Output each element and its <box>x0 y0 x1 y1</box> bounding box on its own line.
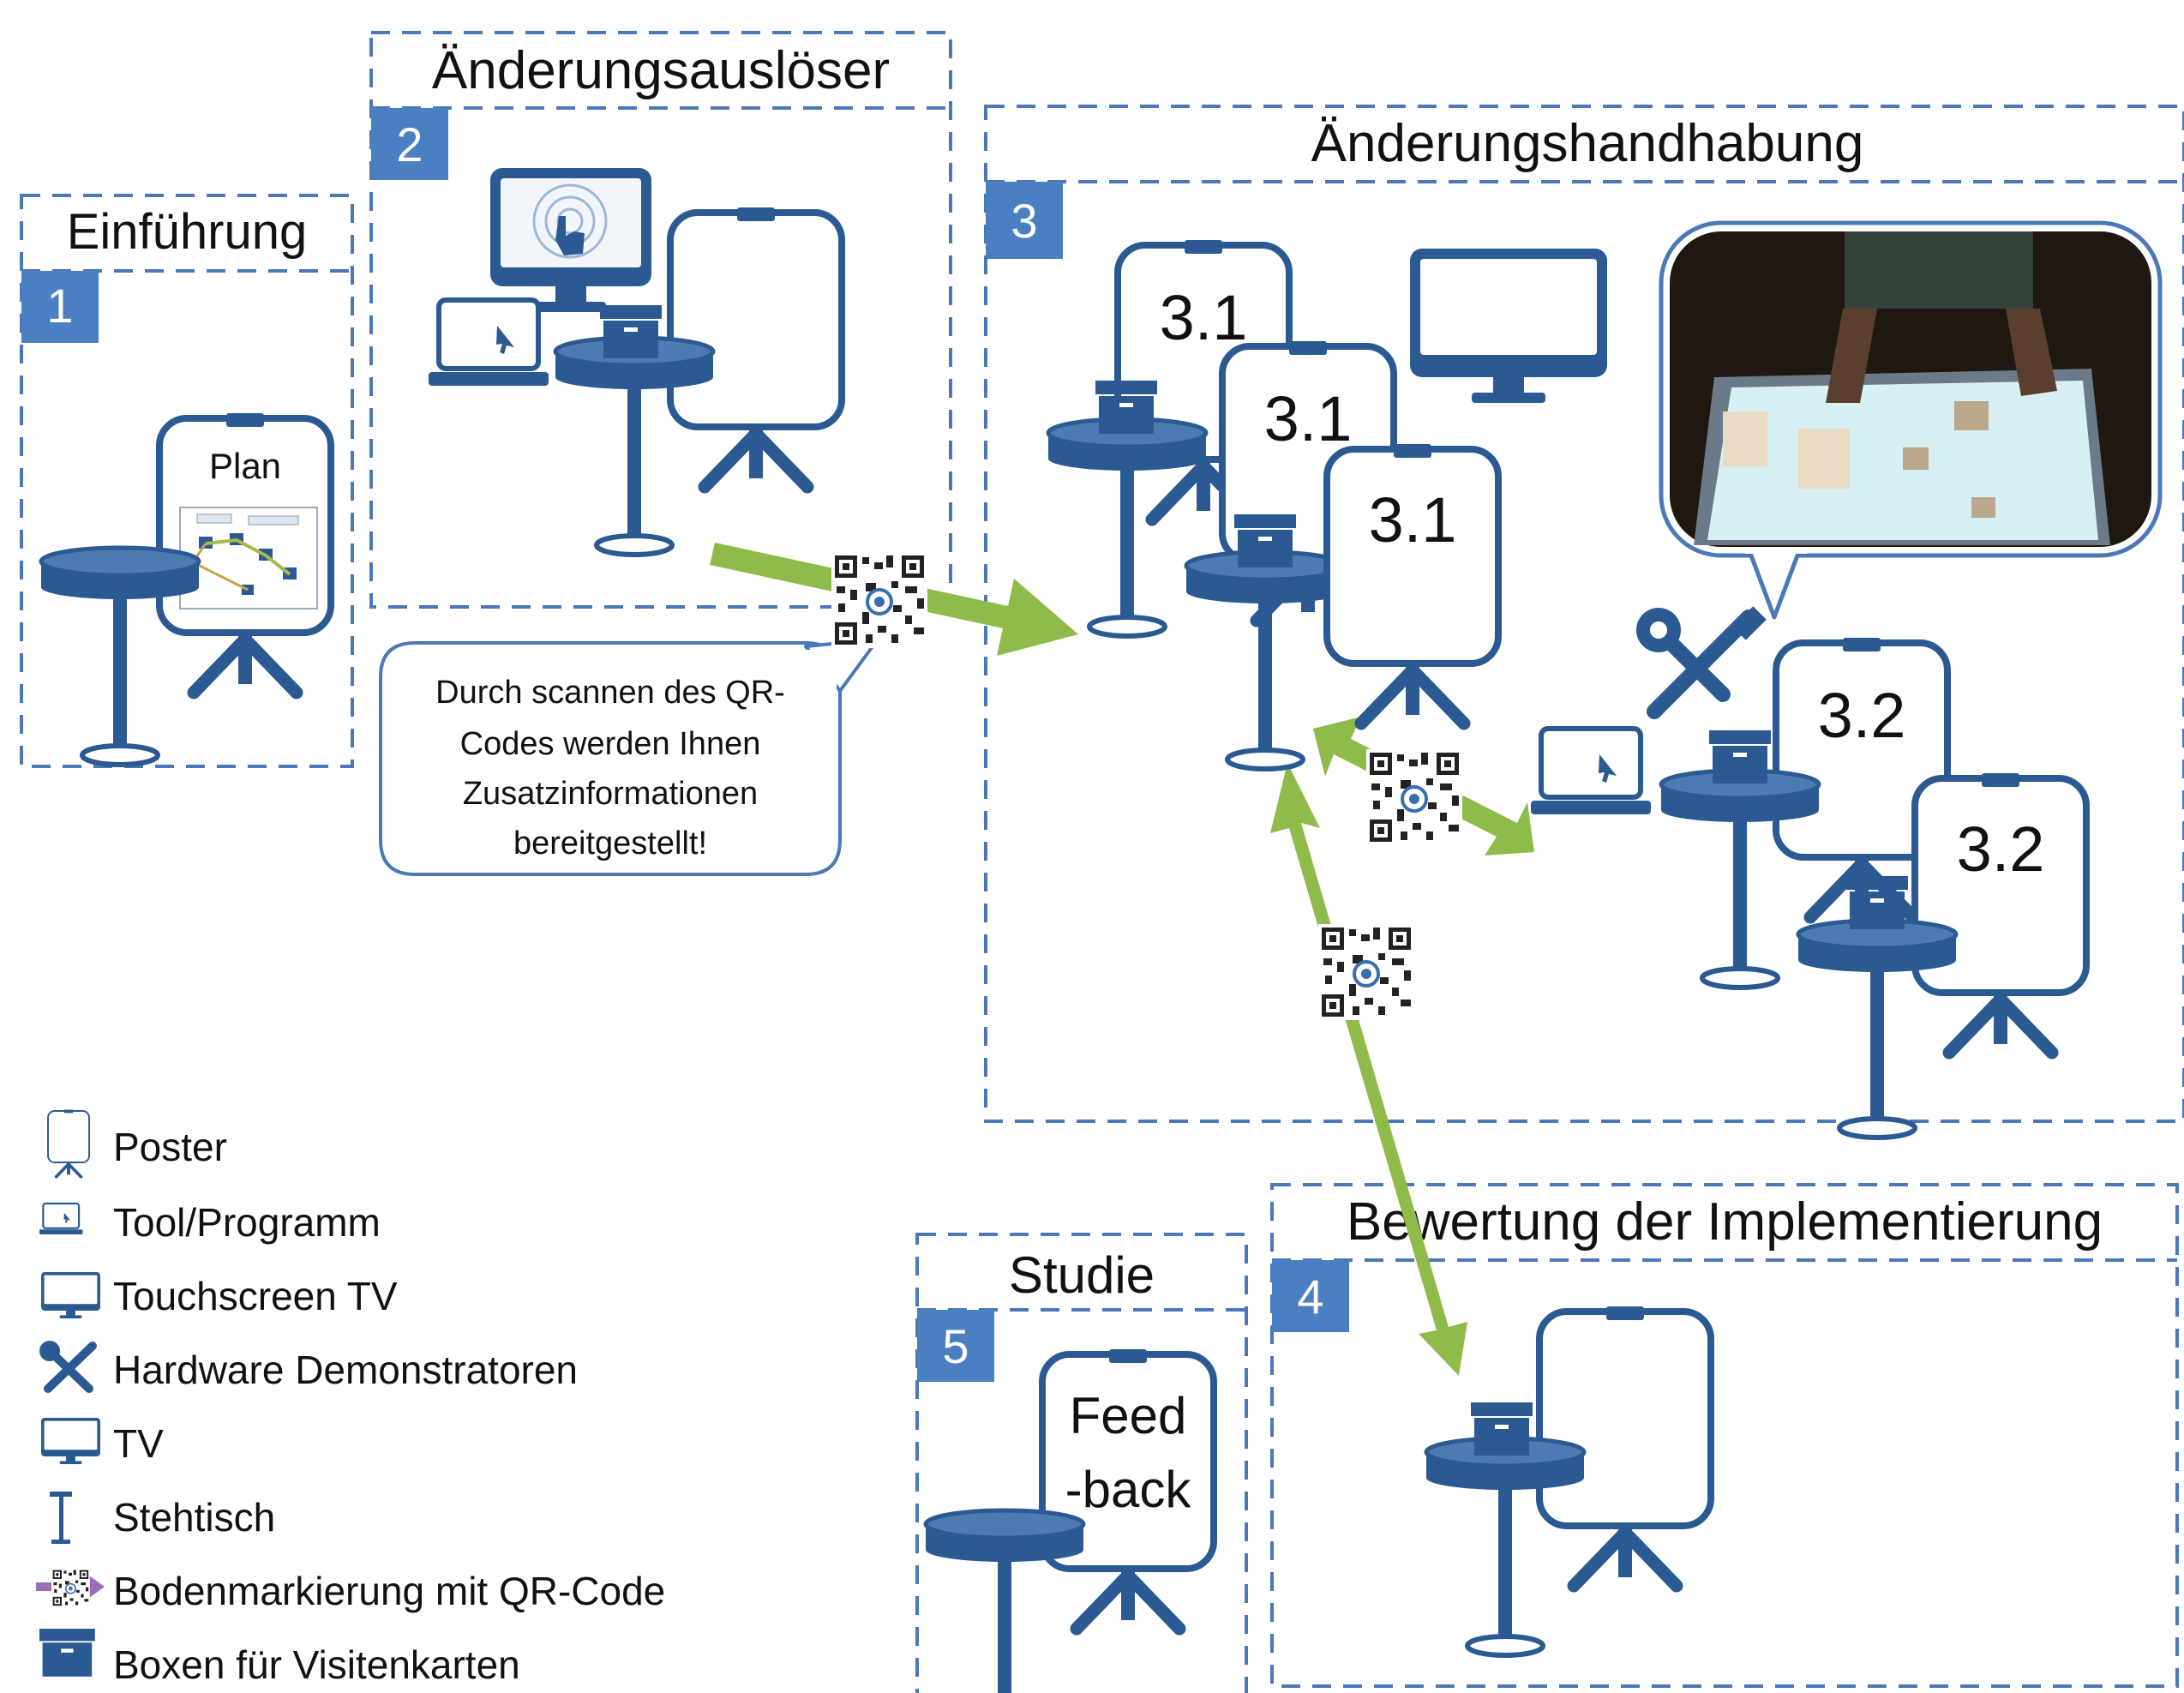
handhabung-station-3-1: 3.1 3.1 3.1 <box>1048 240 1607 769</box>
touchscreen-tv-icon <box>41 1272 100 1318</box>
poster-3-2-label: 3.2 <box>1818 680 1906 751</box>
legend-label: Tool/Programm <box>113 1200 381 1245</box>
feedback-label-line-1: Feed <box>1070 1387 1187 1444</box>
qr-code-icon <box>830 550 929 650</box>
legend-label: Boxen für Visitenkarten <box>113 1642 520 1687</box>
section-number-1: 1 <box>46 279 73 333</box>
poster-icon <box>46 1108 91 1179</box>
card-box-icon <box>1095 381 1157 434</box>
legend-label: Bodenmarkierung mit QR-Code <box>113 1569 665 1613</box>
laptop-icon <box>38 1202 84 1236</box>
legend-item-tv: TV <box>41 1418 164 1466</box>
standing-table-icon <box>1426 1438 1584 1655</box>
legend-item-poster: Poster <box>46 1108 227 1179</box>
standing-table-icon <box>1661 771 1819 988</box>
poster-3-2-label: 3.2 <box>1957 813 2045 885</box>
section-title-bewertung: Bewertung der Implementierung <box>1347 1192 2103 1252</box>
section-title-handhabung: Änderungshandhabung <box>1311 114 1864 173</box>
poster-3-1-label: 3.1 <box>1160 282 1248 353</box>
card-box-icon <box>39 1629 95 1677</box>
qr-floor-marker-icon <box>36 1568 105 1608</box>
legend-item-tool: Tool/Programm <box>38 1200 381 1245</box>
legend-item-stehtisch: Stehtisch <box>50 1492 275 1544</box>
callout-line-4: bereitgestellt! <box>513 825 707 862</box>
hardware-demonstrator-photo <box>1659 220 2163 620</box>
qr-info-callout: Durch scannen des QR- Codes werden Ihnen… <box>379 638 879 876</box>
callout-line-2: Codes werden Ihnen <box>460 726 761 762</box>
card-box-icon <box>1709 730 1771 783</box>
section-number-5: 5 <box>942 1319 969 1373</box>
section-title-einfuehrung: Einführung <box>67 204 308 260</box>
poster-3-1-label: 3.1 <box>1369 484 1457 555</box>
ausloeser-station <box>429 168 842 555</box>
qr-code-icon <box>51 1568 91 1608</box>
standing-table-icon <box>1048 419 1206 636</box>
standing-table-icon <box>1798 921 1956 1138</box>
legend-item-touchscreen: Touchscreen TV <box>41 1272 398 1318</box>
legend-item-hardware: Hardware Demonstratoren <box>39 1341 578 1393</box>
legend-item-boxen: Boxen für Visitenkarten <box>39 1629 520 1687</box>
card-box-icon <box>1846 876 1908 929</box>
card-box-icon <box>600 305 662 358</box>
arrow-3-to-4 <box>1270 763 1467 1376</box>
legend-label: Poster <box>113 1125 227 1169</box>
standing-table-icon <box>50 1492 72 1544</box>
callout-line-3: Zusatzinformationen <box>463 776 758 812</box>
standing-table-icon <box>926 1510 1083 1693</box>
legend-item-bodenmarkierung: Bodenmarkierung mit QR-Code <box>36 1568 665 1613</box>
legend-label: TV <box>113 1421 164 1466</box>
legend-label: Hardware Demonstratoren <box>113 1348 578 1392</box>
section-handhabung: Änderungshandhabung 3 <box>984 105 2184 1123</box>
feedback-label-line-2: -back <box>1065 1461 1192 1518</box>
section-number-3: 3 <box>1011 194 1037 248</box>
card-box-icon <box>1234 514 1296 567</box>
laptop-icon <box>429 300 549 386</box>
einfuehrung-station: Plan <box>41 413 331 765</box>
standing-table-icon <box>41 548 199 765</box>
section-number-4: 4 <box>1297 1270 1323 1324</box>
legend-label: Touchscreen TV <box>113 1274 398 1318</box>
qr-code-icon <box>1365 747 1464 847</box>
callout-line-1: Durch scannen des QR- <box>435 675 785 711</box>
section-bewertung: Bewertung der Implementierung 4 <box>1270 1183 2179 1688</box>
bewertung-station <box>1426 1306 1711 1655</box>
studie-station: Feed -back <box>926 1349 1214 1693</box>
tools-icon <box>1636 606 1767 719</box>
touchscreen-tv-icon <box>490 168 651 312</box>
tools-icon <box>39 1341 97 1393</box>
section-title-studie: Studie <box>1009 1246 1155 1304</box>
section-number-2: 2 <box>396 117 423 171</box>
tv-icon <box>41 1418 100 1464</box>
card-box-icon <box>1471 1402 1533 1456</box>
qr-code-icon <box>1317 922 1416 1022</box>
plan-poster-label: Plan <box>209 446 281 486</box>
section-ausloeser: Änderungsauslöser 2 <box>369 31 952 609</box>
section-studie: Studie 5 <box>915 1233 1248 1693</box>
plan-thumbnail <box>179 507 318 609</box>
standing-table-icon <box>555 338 713 555</box>
section-title-ausloeser: Änderungsauslöser <box>432 41 890 100</box>
handhabung-station-3-2: 3.2 3.2 <box>1531 638 2086 1138</box>
poster-3-1-label: 3.1 <box>1264 383 1353 454</box>
laptop-icon <box>1531 729 1651 814</box>
tv-icon <box>1410 249 1607 403</box>
legend-label: Stehtisch <box>113 1495 275 1540</box>
legend: Poster Tool/Programm Touchscreen TV Hard… <box>36 1108 665 1687</box>
section-einfuehrung: Einführung 1 <box>20 194 354 768</box>
